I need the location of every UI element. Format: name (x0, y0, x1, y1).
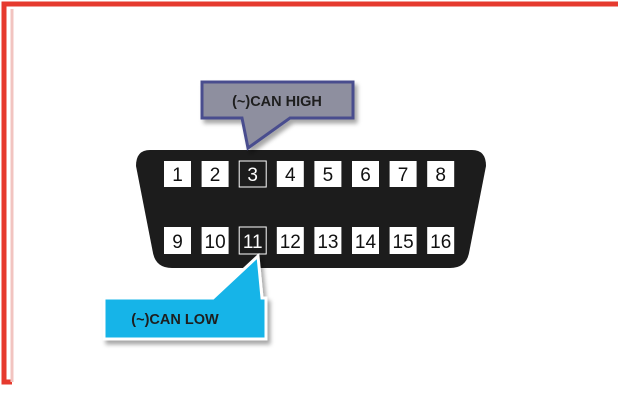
top-pin-2 (201, 161, 229, 187)
bottom-pin-12 (276, 227, 304, 254)
can-low-label: (~)CAN LOW (131, 312, 219, 328)
top-pin-label-7: 7 (398, 165, 409, 186)
bottom-pin-13 (314, 227, 342, 254)
bottom-pin-16 (427, 227, 455, 254)
bottom-pin-10 (201, 227, 229, 254)
bottom-pin-row: 9 10 11 12 13 14 15 16 (164, 226, 455, 255)
top-pin-label-1: 1 (172, 165, 183, 186)
frame-border (1, 1, 618, 385)
bottom-pin-label-13: 13 (317, 232, 338, 253)
bottom-pin-label-15: 15 (393, 232, 414, 253)
can-low-callout-shape (102, 252, 268, 341)
bottom-pin-label-9: 9 (172, 232, 183, 253)
top-pin-6 (352, 161, 379, 187)
top-pin-7 (389, 161, 417, 187)
bottom-pin-label-11: 11 (243, 232, 263, 253)
can-high-callout (200, 80, 355, 151)
top-pin-1 (164, 161, 191, 187)
top-pin-8 (427, 161, 455, 187)
bottom-pin-label-10: 10 (205, 232, 226, 253)
bottom-pin-11 (238, 226, 267, 255)
bottom-pin-14 (352, 227, 379, 254)
top-pin-4 (276, 161, 304, 187)
bottom-pin-label-12: 12 (280, 232, 301, 253)
can-high-label: (~)CAN HIGH (232, 94, 322, 110)
top-pin-label-5: 5 (323, 165, 334, 186)
bottom-pin-label-16: 16 (430, 232, 451, 253)
top-pin-5 (314, 161, 342, 187)
top-pin-label-3: 3 (247, 165, 258, 186)
top-pin-3 (238, 160, 267, 188)
top-pin-label-8: 8 (435, 165, 446, 186)
can-low-callout (102, 252, 268, 341)
bottom-pin-label-14: 14 (355, 232, 377, 253)
top-pin-label-2: 2 (210, 165, 221, 186)
top-pin-label-4: 4 (285, 165, 296, 186)
top-pin-label-6: 6 (360, 165, 371, 186)
top-pin-row: 1 2 3 4 5 6 7 8 (164, 160, 455, 188)
can-high-callout-shape (200, 80, 355, 151)
bottom-pin-15 (389, 227, 417, 254)
bottom-pin-9 (164, 227, 191, 254)
